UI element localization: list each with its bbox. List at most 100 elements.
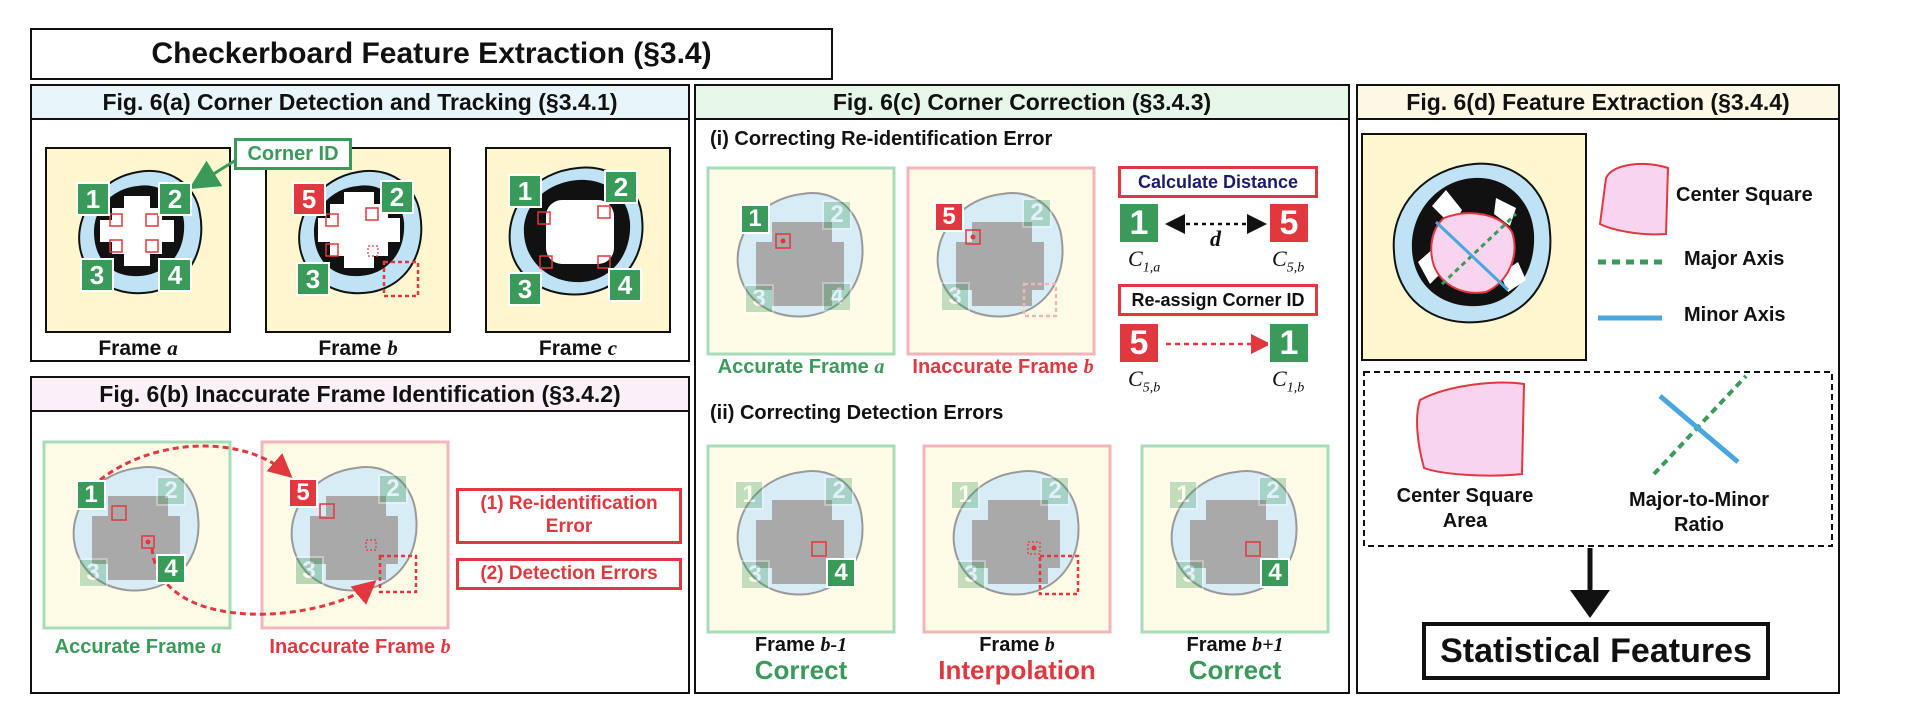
inaccurate-label-var: b — [1083, 356, 1094, 378]
frame-label-var: a — [167, 336, 178, 360]
corner-id-badge: 5 — [934, 202, 964, 232]
corner-id-badge: 1 — [1268, 322, 1310, 364]
reid-error-text: (1) Re-identification Error — [480, 493, 658, 537]
c1b-sub: 1,b — [1286, 380, 1305, 396]
c5b-base: C — [1128, 366, 1143, 391]
detect-status-correct: Correct — [1188, 655, 1282, 685]
corner-id-badge: 3 — [78, 558, 108, 588]
sub-heading-reid: (i) Correcting Re-identification Error — [710, 128, 1053, 150]
feature-tile — [1361, 133, 1587, 361]
frame-var: b — [1044, 634, 1055, 656]
panel-b-inaccurate-label: Inaccurate Frame b — [244, 636, 476, 659]
distance-variable: d — [1210, 226, 1221, 251]
frame-text: Frame — [1186, 634, 1247, 656]
c5b-sub: 5,b — [1142, 380, 1161, 396]
corner-id-badge: 2 — [378, 474, 408, 504]
frame-label-var: b — [387, 336, 398, 360]
panel-c-accurate-label: Accurate Frame a — [696, 356, 906, 379]
detect-frame-current-label: Frame b Interpolation — [914, 634, 1120, 685]
c5b-label-2: C5,b — [1128, 366, 1160, 396]
corner-id-badge: 3 — [940, 282, 970, 312]
corner-id-badge: 2 — [1258, 476, 1288, 506]
corner-id-badge: 4 — [156, 554, 186, 584]
detect-frame-prev-label: Frame b-1 Correct — [708, 634, 894, 685]
corner-id-badge: 3 — [296, 262, 330, 296]
frame-label-b: Frame b — [266, 336, 450, 361]
reassign-box: Re-assign Corner ID — [1118, 284, 1318, 316]
corner-id-badge: 3 — [508, 272, 542, 306]
corner-id-badge: 4 — [826, 558, 856, 588]
corner-id-badge: 3 — [740, 560, 770, 590]
c1a-base: C — [1128, 246, 1143, 271]
corner-id-badge: 3 — [1174, 560, 1204, 590]
panel-b-inaccurate-tile — [260, 440, 450, 630]
frame-label-text: Frame — [318, 337, 382, 360]
detection-error-box: (2) Detection Errors — [456, 558, 682, 590]
detect-tile-next — [1140, 444, 1330, 634]
detect-tile-prev — [706, 444, 896, 634]
corner-id-badge: 2 — [824, 476, 854, 506]
corner-id-badge: 2 — [1022, 198, 1052, 228]
corner-id-pointer — [188, 158, 237, 190]
corner-id-badge: 5 — [1118, 322, 1160, 364]
accurate-label-text: Accurate Frame — [54, 636, 206, 658]
corner-id-badge: 1 — [76, 182, 110, 216]
accurate-label-var: a — [211, 636, 222, 658]
corner-id-badge: 2 — [156, 476, 186, 506]
corner-id-badge: 5 — [288, 478, 318, 508]
corner-id-badge: 2 — [822, 200, 852, 230]
major-minor-major-line — [1652, 374, 1748, 476]
corner-id-callout: Corner ID — [234, 138, 352, 170]
feature-line: Major-to-Minor — [1629, 489, 1769, 511]
statistical-features-box: Statistical Features — [1422, 622, 1770, 680]
panel-c-heading: Fig. 6(c) Corner Correction (§3.4.3) — [696, 86, 1348, 120]
corner-id-badge: 4 — [1260, 558, 1290, 588]
c1a-label: C1,a — [1128, 246, 1160, 276]
corner-id-badge: 1 — [734, 480, 764, 510]
detect-tile-current — [922, 444, 1112, 634]
corner-id-badge: 1 — [740, 204, 770, 234]
corner-id-badge: 2 — [158, 182, 192, 216]
corner-id-badge: 5 — [1268, 202, 1310, 244]
detection-error-text: (2) Detection Errors — [480, 563, 658, 584]
c1b-base: C — [1272, 366, 1287, 391]
corner-id-badge: 1 — [950, 480, 980, 510]
corner-id-badge: 2 — [1040, 476, 1070, 506]
c5b-label: C5,b — [1272, 246, 1304, 276]
c1b-label: C1,b — [1272, 366, 1304, 396]
frame-a-tile — [45, 147, 231, 333]
reid-accurate-tile — [706, 166, 896, 356]
frame-label-c: Frame c — [486, 336, 670, 361]
frame-b-tile — [265, 147, 451, 333]
corner-id-badge: 3 — [956, 560, 986, 590]
main-title: Checkerboard Feature Extraction (§3.4) — [30, 28, 833, 80]
frame-label-text: Frame — [98, 337, 162, 360]
frame-var: b+1 — [1252, 634, 1284, 656]
calc-distance-box: Calculate Distance — [1118, 166, 1318, 198]
legend-minor-axis-label: Minor Axis — [1684, 304, 1786, 326]
detect-status-interpolation: Interpolation — [938, 655, 1096, 685]
feature-line: Ratio — [1674, 514, 1724, 536]
corner-id-badge: 1 — [508, 174, 542, 208]
frame-text: Frame — [979, 634, 1040, 656]
corner-id-badge: 3 — [80, 258, 114, 292]
panel-a-heading: Fig. 6(a) Corner Detection and Tracking … — [32, 86, 688, 120]
frame-text: Frame — [754, 634, 815, 656]
panel-c-inaccurate-label: Inaccurate Frame b — [890, 356, 1116, 379]
corner-id-badge: 1 — [76, 480, 106, 510]
corner-id-badge: 2 — [604, 170, 638, 204]
corner-id-badge: 1 — [1118, 202, 1160, 244]
corner-id-badge: 2 — [380, 180, 414, 214]
c5b-base: C — [1272, 246, 1287, 271]
corner-id-badge: 4 — [822, 282, 852, 312]
frame-label-text: Frame — [538, 337, 602, 360]
legend-center-square-swatch — [1598, 162, 1670, 236]
reid-arrow — [99, 444, 293, 482]
frame-var: b-1 — [820, 634, 848, 656]
inaccurate-label-text: Inaccurate Frame — [912, 356, 1079, 378]
panel-b-accurate-tile — [42, 440, 232, 630]
panel-d-heading: Fig. 6(d) Feature Extraction (§3.4.4) — [1358, 86, 1838, 120]
accurate-label-text: Accurate Frame — [717, 356, 869, 378]
legend-center-square-label: Center Square — [1676, 184, 1813, 206]
